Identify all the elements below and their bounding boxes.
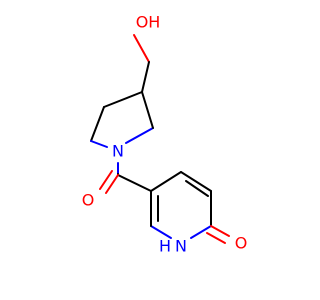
bond-c-o-double-1 <box>105 174 119 194</box>
carbonyl-oxygen: O <box>82 191 95 210</box>
molecule-diagram: OH N O N H O <box>82 13 248 256</box>
bond-c2-o-1 <box>210 225 230 237</box>
pyridone-nitrogen: N <box>175 237 187 256</box>
bond-c-o-double-2 <box>99 170 113 190</box>
bond-ch2-c3 <box>141 61 150 93</box>
bond-c4-c5 <box>90 106 105 142</box>
bond-n1-c6 <box>150 225 172 239</box>
bond-c3-c4 <box>103 91 143 108</box>
pyridone-hydrogen: H <box>159 237 171 256</box>
bond-n1-c2 <box>125 127 154 144</box>
pyridone-oxygen: O <box>235 234 248 253</box>
bond-c2-n1 <box>190 225 212 239</box>
bond-c2-o-2 <box>206 232 226 244</box>
bond-c3-c4-double <box>185 180 209 197</box>
structure-canvas: OH N O N H O <box>82 13 248 256</box>
pyrrolidine-nitrogen: N <box>112 142 124 161</box>
bond-c4-c3 <box>180 171 212 192</box>
bond-c5-n1 <box>90 140 108 148</box>
bond-c2-c3 <box>141 91 154 129</box>
hydroxyl-label: OH <box>136 13 161 32</box>
bond-o-ch2 <box>133 34 150 63</box>
bond-cco-pyridone <box>117 174 152 192</box>
bond-c5-c4 <box>150 171 182 192</box>
